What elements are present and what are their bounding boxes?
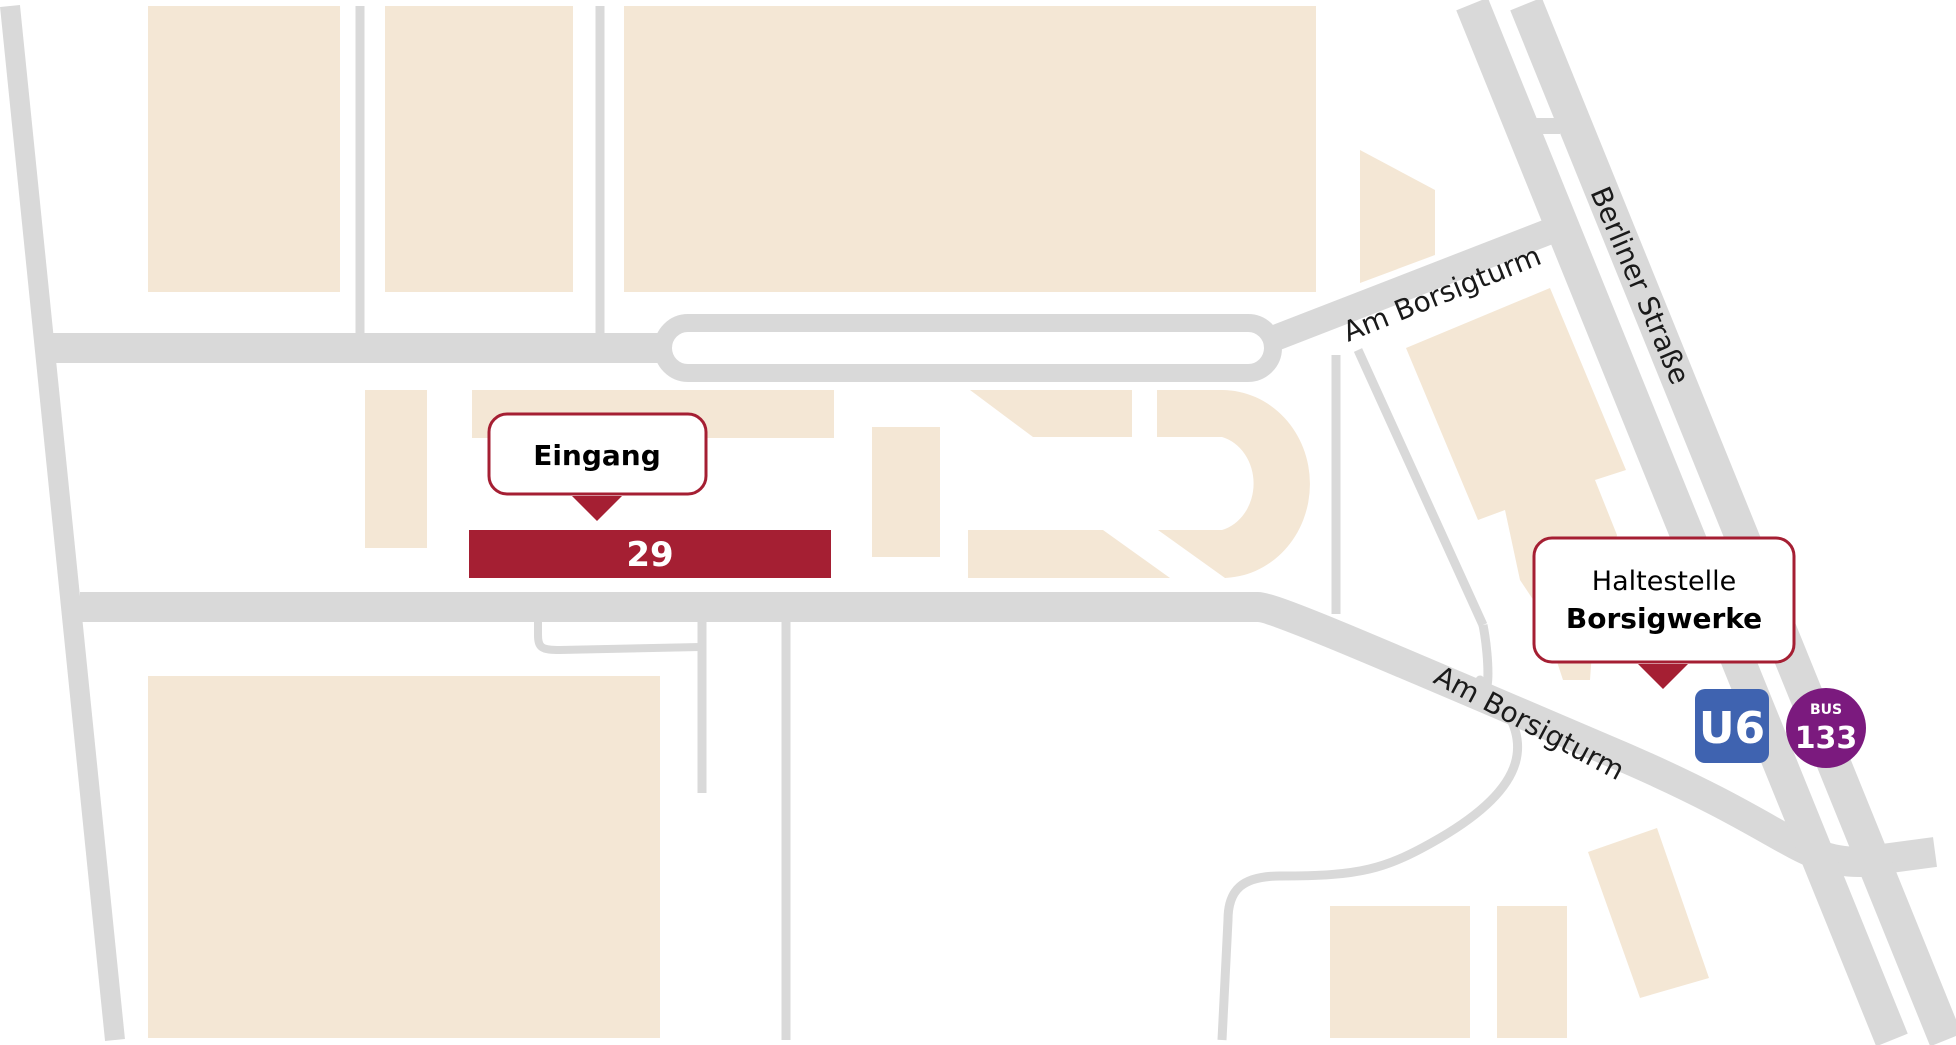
building-29-number: 29 <box>626 535 673 575</box>
bus-badge <box>1786 688 1866 768</box>
stop-callout-box <box>1532 536 1796 664</box>
building-nw-1 <box>148 6 340 292</box>
building-29-bar <box>469 530 831 578</box>
u-bahn-badge <box>1695 689 1769 763</box>
stop-label-line2: Borsigwerke <box>1566 602 1762 635</box>
lane-diagonal <box>1353 348 1488 627</box>
road-loop <box>654 314 1282 382</box>
building-mid-1 <box>365 390 427 548</box>
buildings <box>148 6 1709 1038</box>
building-se-1 <box>1330 906 1470 1038</box>
stop-callout: Haltestelle Borsigwerke <box>1532 536 1796 689</box>
building-mid-5 <box>968 530 1170 578</box>
building-triangle-north <box>1360 150 1435 283</box>
stop-callout-pointer <box>1638 664 1688 689</box>
building-29: 29 <box>469 530 831 578</box>
road-west <box>0 4 125 1042</box>
bus-label: BUS <box>1810 702 1842 718</box>
stop-label-line1: Haltestelle <box>1592 566 1736 597</box>
road-berliner-2 <box>1510 0 1956 1045</box>
building-nw-2 <box>385 6 573 292</box>
street-label-am-borsigturm-south: Am Borsigturm <box>1429 659 1630 787</box>
building-se-3 <box>1588 828 1709 998</box>
lane-southeast-curve <box>1217 624 1523 1041</box>
bus-line: 133 <box>1795 721 1858 756</box>
bus-icon: BUS 133 <box>1786 688 1866 768</box>
entrance-label: Eingang <box>533 439 661 472</box>
building-mid-3 <box>872 427 940 557</box>
building-sw <box>148 676 660 1038</box>
road-berliner-1 <box>1456 0 1908 1045</box>
u-bahn-line: U6 <box>1699 703 1765 754</box>
building-se-2 <box>1497 906 1567 1038</box>
entrance-callout-box <box>487 412 708 496</box>
building-mid-4 <box>970 390 1132 437</box>
lane-left-curve <box>534 622 701 654</box>
building-nw-3 <box>624 6 1316 292</box>
road-am-borsigturm-north <box>1265 219 1553 353</box>
u-bahn-icon: U6 <box>1695 689 1769 763</box>
building-round <box>1157 390 1310 578</box>
entrance-callout: Eingang <box>487 412 708 521</box>
entrance-callout-pointer <box>572 496 622 521</box>
